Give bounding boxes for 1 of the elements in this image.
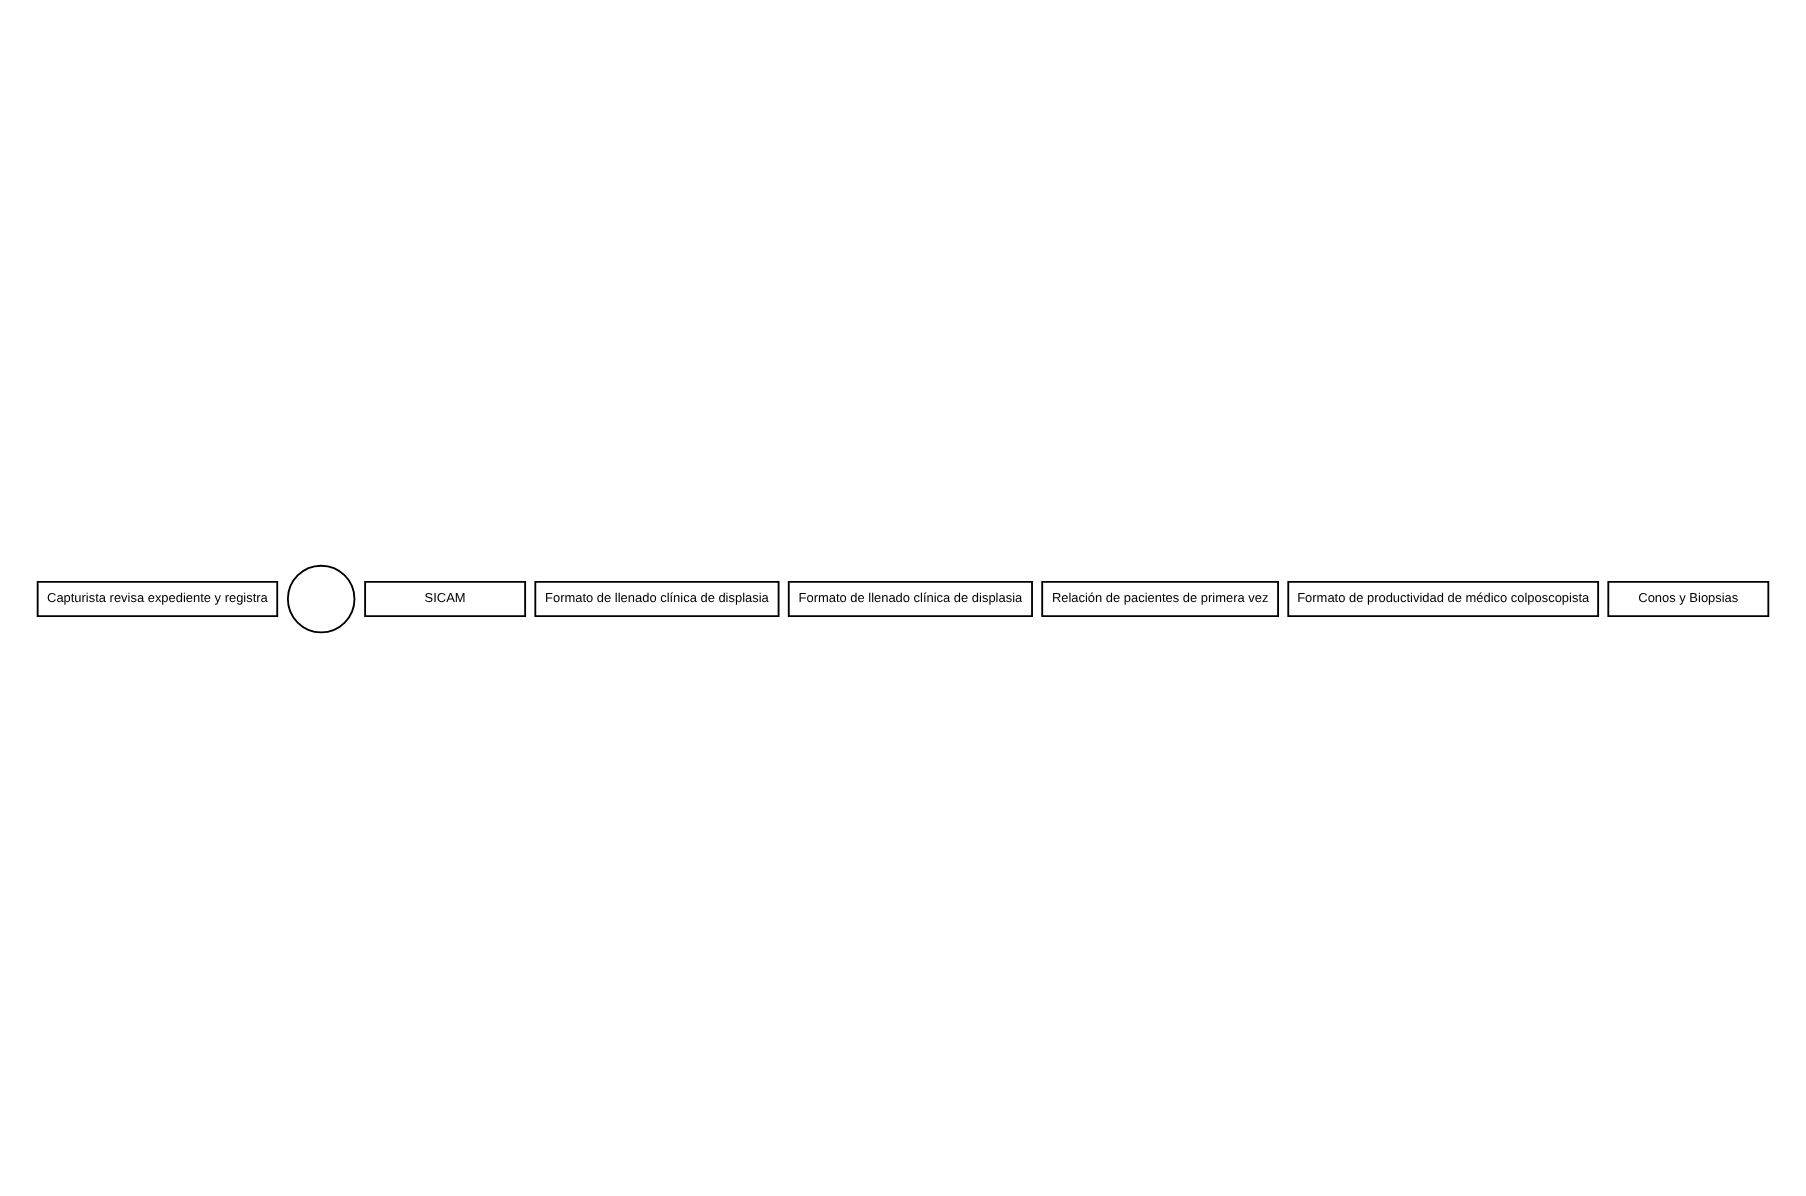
node-circle xyxy=(286,563,356,633)
